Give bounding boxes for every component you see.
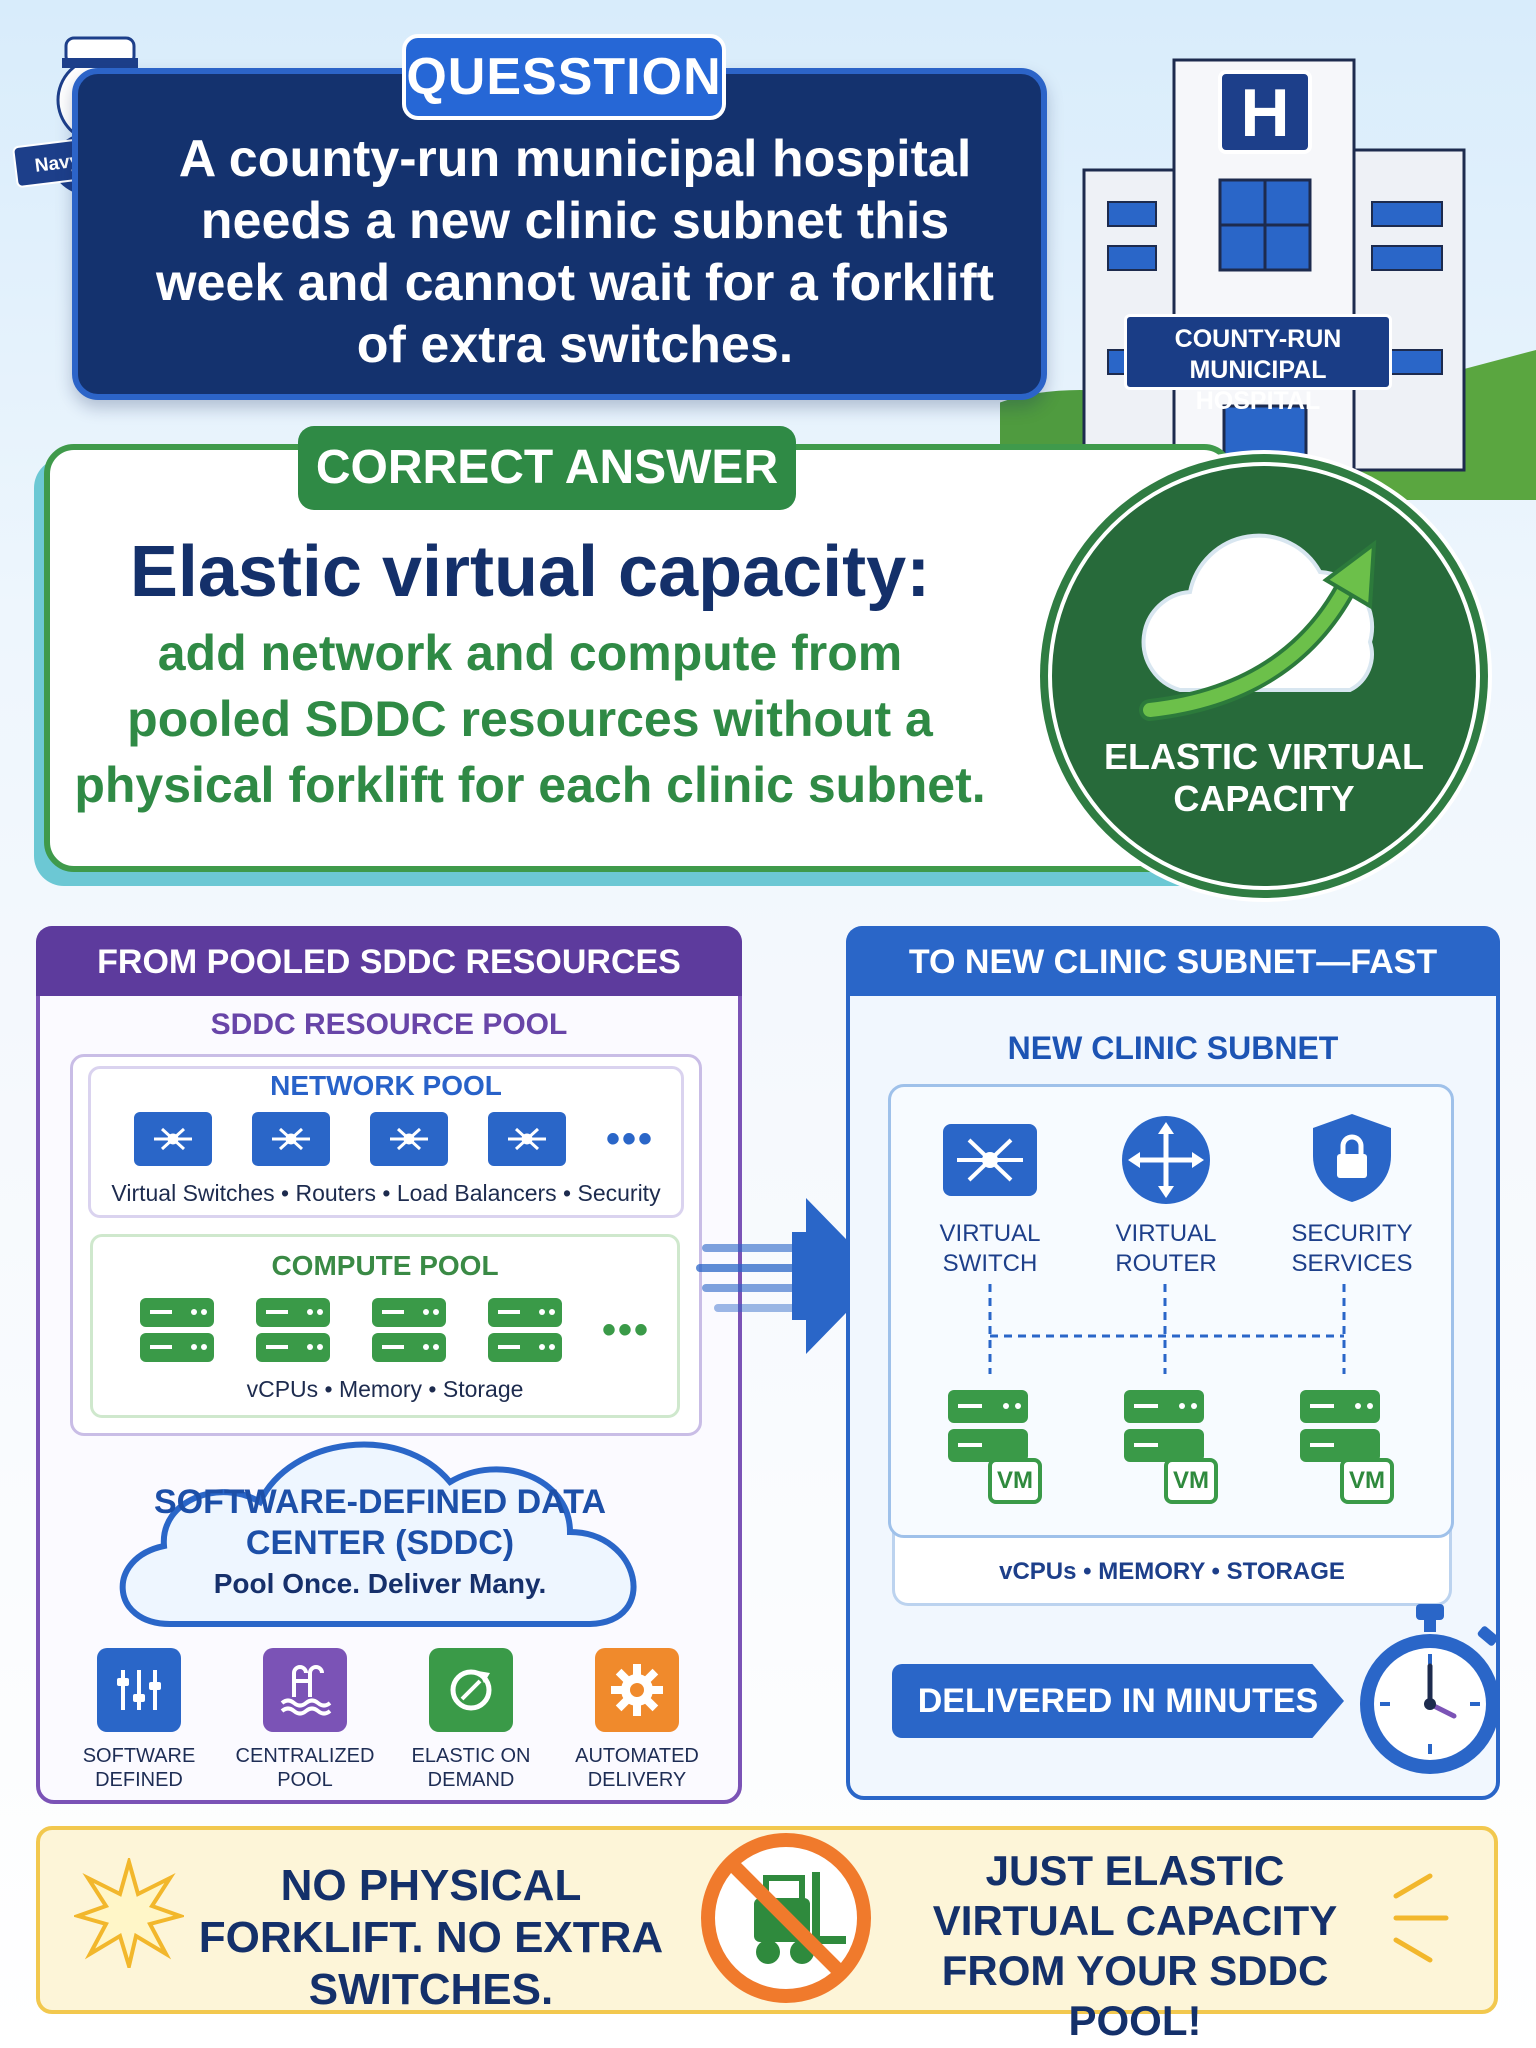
pool-icon (263, 1648, 347, 1732)
vm-badge: VM (988, 1458, 1042, 1504)
vm-badge: VM (1340, 1458, 1394, 1504)
compute-pool-caption: vCPUs • Memory • Storage (246, 1376, 524, 1402)
refresh-icon (429, 1648, 513, 1732)
feature-label: SOFTWARE DEFINED (82, 1745, 196, 1791)
elastic-capacity-badge (1048, 462, 1480, 890)
question-label: QUESSTION (402, 34, 726, 120)
service-label: VIRTUAL ROUTER (1115, 1220, 1217, 1277)
network-pool-title: NETWORK POOL (270, 1070, 502, 1101)
feature-automated-delivery: AUTOMATED DELIVERY (562, 1648, 712, 1792)
emphasis-rays-icon (1393, 1873, 1449, 1963)
feature-label: CENTRALIZED POOL (235, 1745, 375, 1791)
router-icon (1122, 1116, 1210, 1204)
virtual-switch-icon (134, 1112, 212, 1166)
elastic-badge-label: ELASTIC VIRTUAL CAPACITY (1104, 736, 1424, 819)
server-icon (1124, 1390, 1204, 1462)
footer-no-forklift-text: NO PHYSICAL FORKLIFT. NO EXTRA SWITCHES. (198, 1861, 664, 2014)
service-label: VIRTUAL SWITCH (939, 1220, 1041, 1277)
no-forklift-icon (701, 1833, 871, 2003)
subnet-connector-lines (988, 1284, 1346, 1374)
service-virtual-router: VIRTUAL ROUTER (1086, 1116, 1246, 1279)
vm-server: VM (1122, 1388, 1218, 1512)
sddc-cloud-tagline: Pool Once. Deliver Many. (213, 1568, 547, 1599)
stopwatch-icon (1360, 1604, 1500, 1774)
correct-answer-label: CORRECT ANSWER (298, 426, 796, 510)
new-subnet-header: TO NEW CLINIC SUBNET—FAST (846, 926, 1500, 996)
feature-elastic-on-demand: ELASTIC ON DEMAND (396, 1648, 546, 1792)
load-balancer-icon (370, 1112, 448, 1166)
new-clinic-subnet-title: NEW CLINIC SUBNET (1007, 1030, 1339, 1066)
feature-software-defined: SOFTWARE DEFINED (64, 1648, 214, 1792)
switch-icon (943, 1124, 1037, 1196)
question-text: A county-run municipal hospital needs a … (156, 130, 994, 374)
network-pool-icons: ••• (134, 1112, 654, 1166)
sliders-icon (97, 1648, 181, 1732)
more-network-icon: ••• (606, 1116, 655, 1161)
vm-badge: VM (1164, 1458, 1218, 1504)
server-icon (372, 1298, 446, 1362)
delivered-in-minutes-banner: DELIVERED IN MINUTES (892, 1664, 1344, 1738)
cloud-growth-arrow-icon (1139, 533, 1377, 721)
compute-pool-title: COMPUTE POOL (271, 1250, 499, 1281)
sddc-cloud-title: SOFTWARE-DEFINED DATA CENTER (SDDC) (153, 1483, 607, 1562)
sddc-cloud-icon (119, 1441, 637, 1627)
compute-pool-icons: ••• (138, 1296, 650, 1364)
resource-pool-title: SDDC RESOURCE POOL (210, 1008, 568, 1041)
gear-icon (595, 1648, 679, 1732)
hospital-h-sign: H (1240, 75, 1289, 151)
vm-list: VM VM VM (946, 1388, 1394, 1512)
router-icon (252, 1112, 330, 1166)
vm-server: VM (1298, 1388, 1394, 1512)
security-network-icon (488, 1112, 566, 1166)
starburst-icon (74, 1858, 184, 1968)
answer-title: Elastic virtual capacity: (129, 532, 931, 612)
subnet-resources-caption: vCPUs • MEMORY • STORAGE (999, 1558, 1345, 1585)
hospital-illustration: H (1000, 58, 1536, 500)
hospital-sign: COUNTY-RUN MUNICIPAL HOSPITAL (1124, 314, 1392, 415)
feature-label: ELASTIC ON DEMAND (411, 1745, 531, 1791)
feature-centralized-pool: CENTRALIZED POOL (230, 1648, 380, 1792)
more-compute-icon: ••• (602, 1307, 651, 1352)
server-icon (140, 1298, 214, 1362)
flow-arrow-icon (696, 1198, 882, 1354)
service-virtual-switch: VIRTUAL SWITCH (910, 1122, 1070, 1279)
answer-card (44, 444, 1234, 872)
answer-text: add network and compute from pooled SDDC… (74, 625, 986, 813)
footer-elastic-capacity-text: JUST ELASTIC VIRTUAL CAPACITY FROM YOUR … (932, 1847, 1338, 2044)
pooled-resources-header: FROM POOLED SDDC RESOURCES (36, 926, 742, 996)
shield-lock-icon (1313, 1114, 1391, 1202)
service-security: SECURITY SERVICES (1262, 1114, 1442, 1279)
server-icon (256, 1298, 330, 1362)
server-icon (948, 1390, 1028, 1462)
vm-server: VM (946, 1388, 1042, 1512)
question-card (72, 68, 1047, 400)
network-pool-caption: Virtual Switches • Routers • Load Balanc… (111, 1180, 661, 1206)
feature-label: AUTOMATED DELIVERY (575, 1745, 699, 1791)
subnet-services: VIRTUAL SWITCH VIRTUAL ROUTER SECURITY S… (910, 1114, 1442, 1279)
service-label: SECURITY SERVICES (1291, 1220, 1413, 1277)
server-icon (488, 1298, 562, 1362)
feature-list: SOFTWARE DEFINED CENTRALIZED POOL ELASTI… (64, 1648, 712, 1792)
server-icon (1300, 1390, 1380, 1462)
